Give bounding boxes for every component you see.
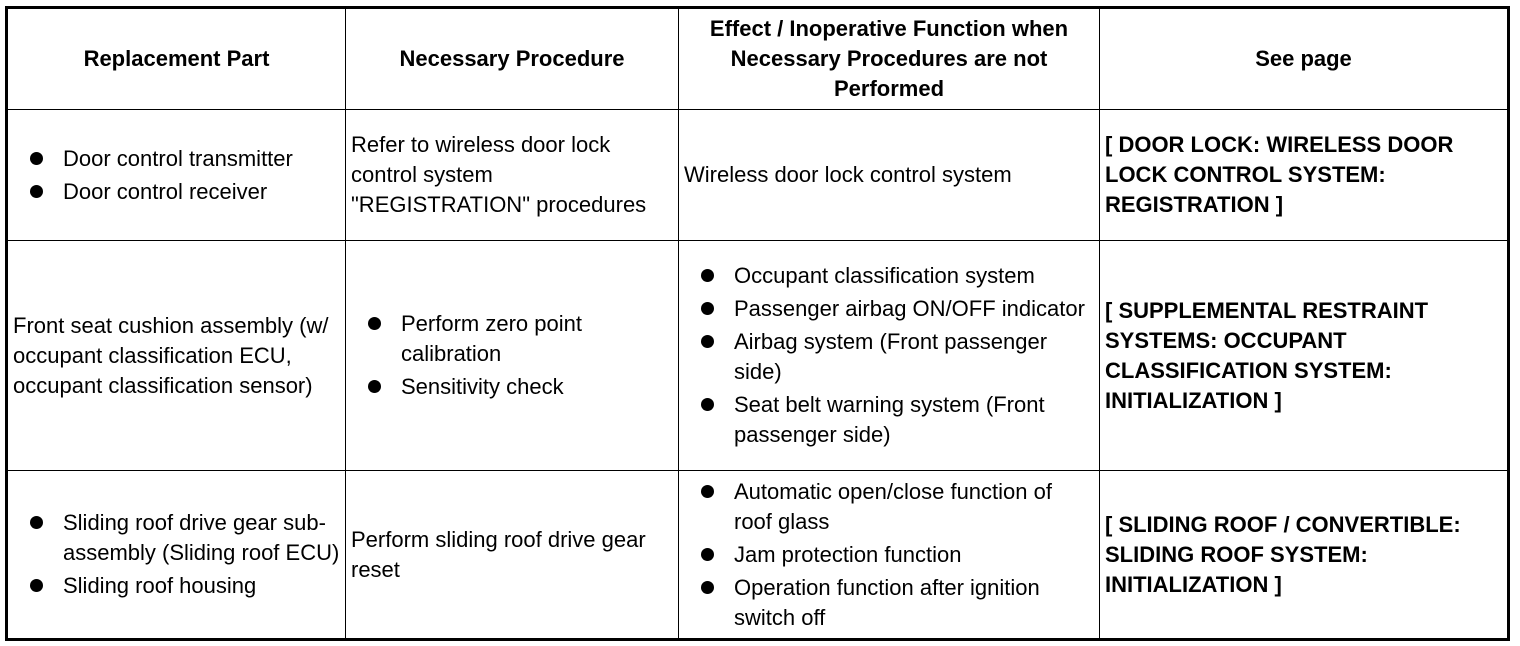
- replacement-procedure-table: Replacement Part Necessary Procedure Eff…: [5, 6, 1510, 641]
- replacement-part-cell: Front seat cushion assembly (w/ occupant…: [6, 240, 346, 471]
- list-item: Operation function after ignition switch…: [684, 573, 1094, 633]
- list-item: Door control receiver: [13, 177, 340, 207]
- table-header-row: Replacement Part Necessary Procedure Eff…: [6, 7, 1509, 110]
- table-row: Front seat cushion assembly (w/ occupant…: [6, 240, 1509, 471]
- list-item: Occupant classification system: [684, 261, 1094, 291]
- list-item: Seat belt warning system (Front passenge…: [684, 390, 1094, 450]
- bullet-icon: [701, 302, 714, 315]
- bullet-icon: [30, 516, 43, 529]
- header-see-page: See page: [1099, 7, 1509, 110]
- header-effect: Effect / Inoperative Function when Neces…: [678, 7, 1100, 110]
- bullet-icon: [30, 184, 43, 198]
- effect-text: Automatic open/close function of roof gl…: [734, 478, 1052, 534]
- effect-cell: Occupant classification system Passenger…: [678, 240, 1100, 471]
- effect-text: Jam protection function: [734, 541, 962, 567]
- effect-text: Passenger airbag ON/OFF indicator: [734, 296, 1085, 321]
- bullet-icon: [368, 317, 381, 330]
- bullet-icon: [701, 547, 714, 561]
- see-page-link[interactable]: [ SUPPLEMENTAL RESTRAINT SYSTEMS: OCCUPA…: [1099, 240, 1509, 471]
- table-row: Sliding roof drive gear sub-assembly (Sl…: [6, 470, 1509, 640]
- replacement-part-cell: Door control transmitter Door control re…: [6, 109, 346, 241]
- procedure-cell: Perform zero point calibration Sensitivi…: [345, 240, 679, 471]
- procedure-cell: Perform sliding roof drive gear reset: [345, 470, 679, 640]
- see-page-link[interactable]: [ DOOR LOCK: WIRELESS DOOR LOCK CONTROL …: [1099, 109, 1509, 241]
- replacement-part-cell: Sliding roof drive gear sub-assembly (Sl…: [6, 470, 346, 640]
- bullet-icon: [701, 269, 714, 282]
- procedure-text: Sensitivity check: [401, 374, 564, 399]
- part-text: Sliding roof drive gear sub-assembly (Sl…: [63, 510, 340, 565]
- list-item: Perform zero point calibration: [351, 309, 673, 369]
- effect-cell: Automatic open/close function of roof gl…: [678, 470, 1100, 640]
- effect-list: Automatic open/close function of roof gl…: [684, 477, 1094, 633]
- list-item: Airbag system (Front passenger side): [684, 327, 1094, 387]
- part-list: Door control transmitter Door control re…: [13, 144, 340, 207]
- effect-cell: Wireless door lock control system: [678, 109, 1100, 241]
- procedure-list: Perform zero point calibration Sensitivi…: [351, 309, 673, 402]
- list-item: Sensitivity check: [351, 372, 673, 402]
- part-list: Sliding roof drive gear sub-assembly (Sl…: [13, 508, 340, 601]
- bullet-icon: [701, 398, 714, 411]
- bullet-icon: [30, 579, 43, 592]
- bullet-icon: [701, 335, 714, 348]
- header-necessary-procedure: Necessary Procedure: [345, 7, 679, 110]
- effect-text: Seat belt warning system (Front passenge…: [734, 392, 1045, 447]
- effect-text: Operation function after ignition switch…: [734, 574, 1040, 630]
- bullet-icon: [30, 151, 43, 165]
- part-text: Sliding roof housing: [63, 573, 257, 598]
- part-text: Door control transmitter: [63, 145, 293, 171]
- list-item: Sliding roof drive gear sub-assembly (Sl…: [13, 508, 340, 568]
- list-item: Door control transmitter: [13, 144, 340, 174]
- list-item: Jam protection function: [684, 540, 1094, 570]
- header-replacement-part: Replacement Part: [6, 7, 346, 110]
- effect-text: Occupant classification system: [734, 263, 1035, 288]
- effect-text: Airbag system (Front passenger side): [734, 329, 1048, 384]
- table-row: Door control transmitter Door control re…: [6, 109, 1509, 241]
- list-item: Passenger airbag ON/OFF indicator: [684, 294, 1094, 324]
- bullet-icon: [368, 380, 381, 393]
- procedure-text: Perform zero point calibration: [401, 311, 582, 366]
- effect-list: Occupant classification system Passenger…: [684, 261, 1094, 450]
- bullet-icon: [701, 580, 714, 594]
- bullet-icon: [701, 484, 714, 498]
- procedure-cell: Refer to wireless door lock control syst…: [345, 109, 679, 241]
- list-item: Sliding roof housing: [13, 571, 340, 601]
- list-item: Automatic open/close function of roof gl…: [684, 477, 1094, 537]
- see-page-link[interactable]: [ SLIDING ROOF / CONVERTIBLE: SLIDING RO…: [1099, 470, 1509, 640]
- part-text: Door control receiver: [63, 178, 268, 204]
